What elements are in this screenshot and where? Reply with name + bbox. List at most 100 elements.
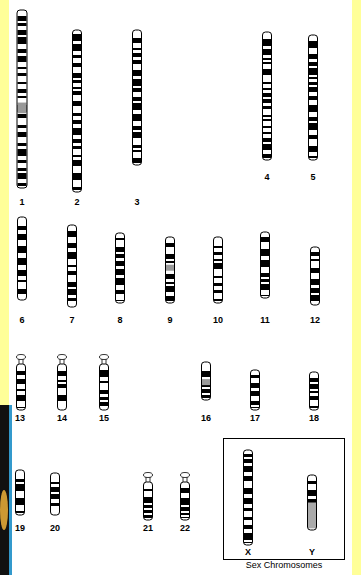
chromosome-number: 4 — [264, 173, 269, 182]
band — [244, 498, 252, 504]
chromosome-number: 18 — [309, 414, 319, 423]
chromosome-number: 12 — [310, 316, 320, 325]
band — [261, 237, 269, 242]
band — [263, 144, 271, 150]
band — [133, 88, 141, 92]
heterochromatin — [202, 379, 210, 385]
chromosome — [202, 362, 211, 400]
band — [251, 383, 259, 388]
chromosome-outline — [261, 232, 270, 298]
band — [73, 113, 81, 116]
chromosome-outline — [116, 233, 125, 303]
chromosome — [244, 450, 253, 545]
band — [133, 53, 141, 57]
band — [311, 252, 319, 256]
band — [73, 187, 81, 190]
satellite — [17, 355, 26, 360]
band — [214, 263, 222, 269]
band — [251, 407, 259, 408]
band — [18, 226, 26, 230]
chromosome-outline — [18, 217, 27, 300]
band — [73, 146, 81, 149]
band — [309, 41, 317, 48]
band — [68, 289, 76, 295]
chromosome-number: 9 — [167, 316, 172, 325]
band — [17, 379, 25, 384]
band — [116, 247, 124, 252]
band — [58, 380, 66, 382]
chromosome-outline — [311, 247, 320, 305]
band — [202, 371, 210, 377]
band — [73, 34, 81, 41]
band — [166, 296, 174, 301]
chromosome — [251, 370, 260, 410]
chromosome-outline — [100, 364, 109, 410]
band — [251, 401, 259, 405]
band — [263, 88, 271, 90]
band — [263, 49, 271, 55]
blue-stripe — [9, 405, 12, 575]
band — [68, 271, 76, 275]
band — [73, 128, 81, 135]
band — [116, 238, 124, 240]
band — [144, 489, 152, 491]
band — [133, 48, 141, 50]
chromosome-outline — [251, 370, 260, 410]
band — [133, 158, 141, 163]
band — [73, 160, 81, 166]
band — [133, 150, 141, 152]
chromosome-number: 11 — [260, 316, 270, 325]
band — [68, 231, 76, 237]
chromosome-outline — [181, 482, 190, 520]
band — [18, 168, 27, 171]
band — [18, 234, 26, 240]
chromosome-body — [166, 237, 175, 303]
chromosome-body — [68, 225, 77, 307]
chromosome — [100, 355, 109, 411]
band — [133, 38, 141, 43]
band — [18, 183, 27, 186]
band — [261, 249, 269, 256]
band — [214, 246, 222, 248]
chromosome-outline — [58, 364, 67, 410]
band — [51, 487, 59, 492]
chromosome — [144, 473, 153, 521]
band — [17, 389, 25, 391]
band — [51, 503, 59, 506]
heterochromatin — [18, 103, 27, 114]
chromosome-outline — [51, 473, 60, 515]
band — [73, 173, 81, 180]
band — [18, 132, 27, 137]
band — [214, 259, 222, 261]
chromosome-body — [133, 30, 142, 165]
band — [133, 132, 141, 138]
chromosome-outline — [17, 364, 26, 410]
box-heading: Sex Chromosomes — [246, 561, 323, 571]
chromosome-number: Y — [309, 548, 315, 557]
band — [309, 87, 317, 92]
band — [116, 290, 124, 294]
band — [51, 482, 59, 484]
band — [310, 391, 318, 393]
band — [144, 510, 152, 513]
satellite — [181, 473, 190, 478]
band — [263, 82, 271, 84]
band — [309, 135, 317, 139]
orange-figure — [0, 490, 8, 530]
band — [309, 77, 317, 79]
band — [263, 138, 271, 142]
band — [311, 259, 319, 261]
band — [263, 119, 271, 121]
band — [309, 117, 317, 121]
band — [214, 290, 222, 293]
band — [310, 406, 318, 408]
band — [116, 261, 124, 266]
band — [214, 299, 222, 301]
band — [263, 106, 271, 109]
band — [18, 143, 27, 146]
band — [166, 282, 174, 284]
band — [73, 101, 81, 106]
band — [133, 97, 141, 101]
band — [244, 476, 252, 481]
satellite — [100, 355, 109, 360]
